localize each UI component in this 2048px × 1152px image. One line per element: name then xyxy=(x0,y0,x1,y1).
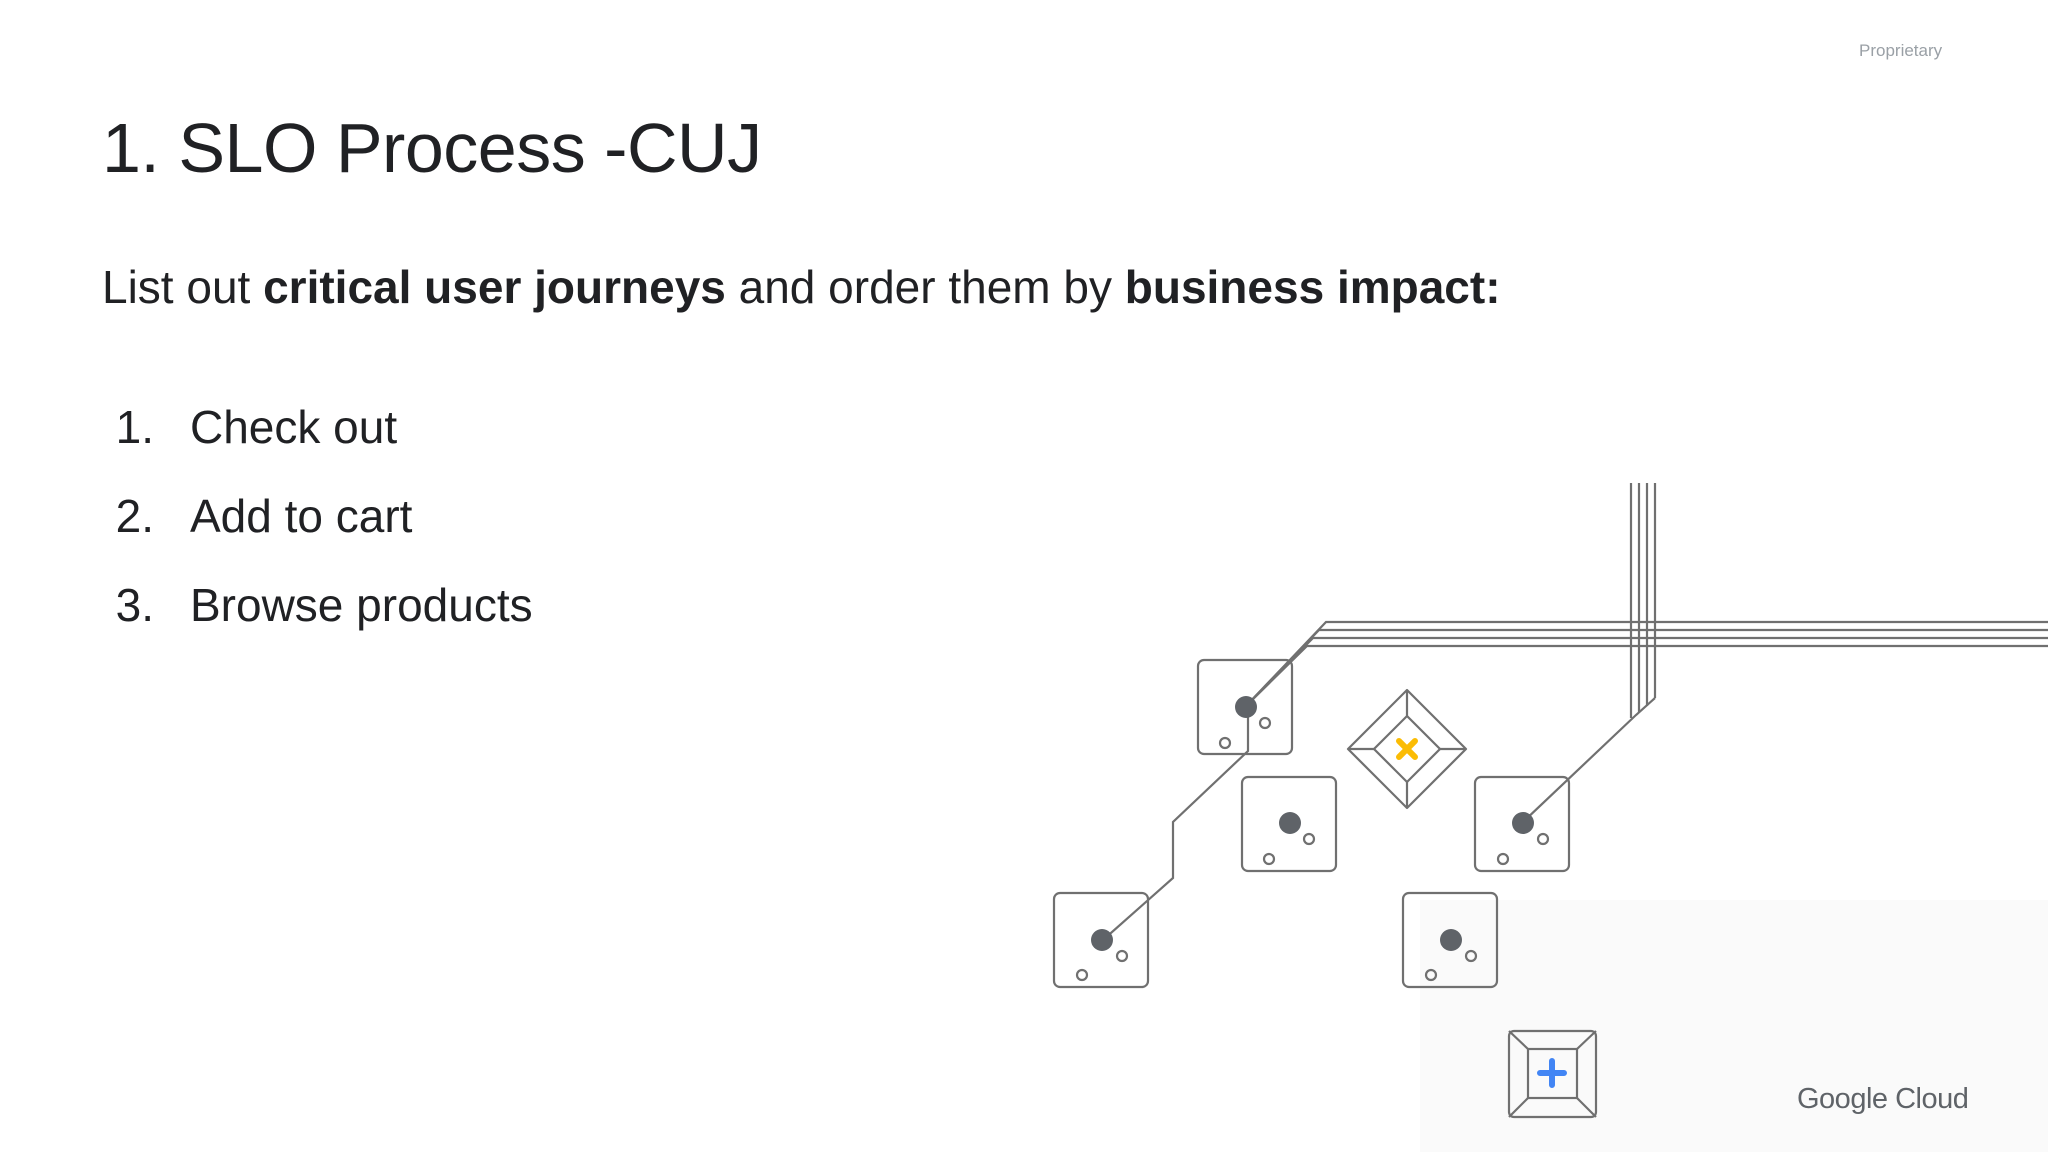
lead-bold-impact: business impact: xyxy=(1124,261,1501,313)
list-label: Check out xyxy=(190,401,398,453)
connector-line xyxy=(1102,708,1250,941)
diamond-x-icon xyxy=(1346,688,1468,810)
list-item: 2. Add to cart xyxy=(90,489,533,578)
lead-text: List out critical user journeys and orde… xyxy=(102,260,1501,314)
list-label: Add to cart xyxy=(190,490,413,542)
list-number: 1. xyxy=(115,401,154,453)
list-item: 3. Browse products xyxy=(90,578,533,667)
lead-part1: List out xyxy=(102,261,264,313)
list-item: 1. Check out xyxy=(90,400,533,489)
node-box-icon xyxy=(1196,658,1294,756)
node-box-icon xyxy=(1401,891,1499,989)
google-cloud-logo: Google Cloud xyxy=(1797,1083,1969,1115)
node-box-icon xyxy=(1473,775,1571,873)
journey-list: 1. Check out 2. Add to cart 3. Browse pr… xyxy=(90,400,533,667)
node-box-icon xyxy=(1240,775,1338,873)
proprietary-label: Proprietary xyxy=(1859,41,1943,60)
list-number: 3. xyxy=(115,579,154,631)
list-label: Browse products xyxy=(190,579,533,631)
slide-title: 1. SLO Process -CUJ xyxy=(102,109,762,187)
lead-bold-critical: critical user journeys xyxy=(263,261,726,313)
lead-part2: and order them by xyxy=(725,261,1125,313)
bus-lines xyxy=(1245,483,2048,718)
connector-line xyxy=(1522,697,1656,823)
list-number: 2. xyxy=(115,490,154,542)
node-box-icon xyxy=(1052,891,1150,989)
plus-box-icon xyxy=(1507,1029,1598,1119)
